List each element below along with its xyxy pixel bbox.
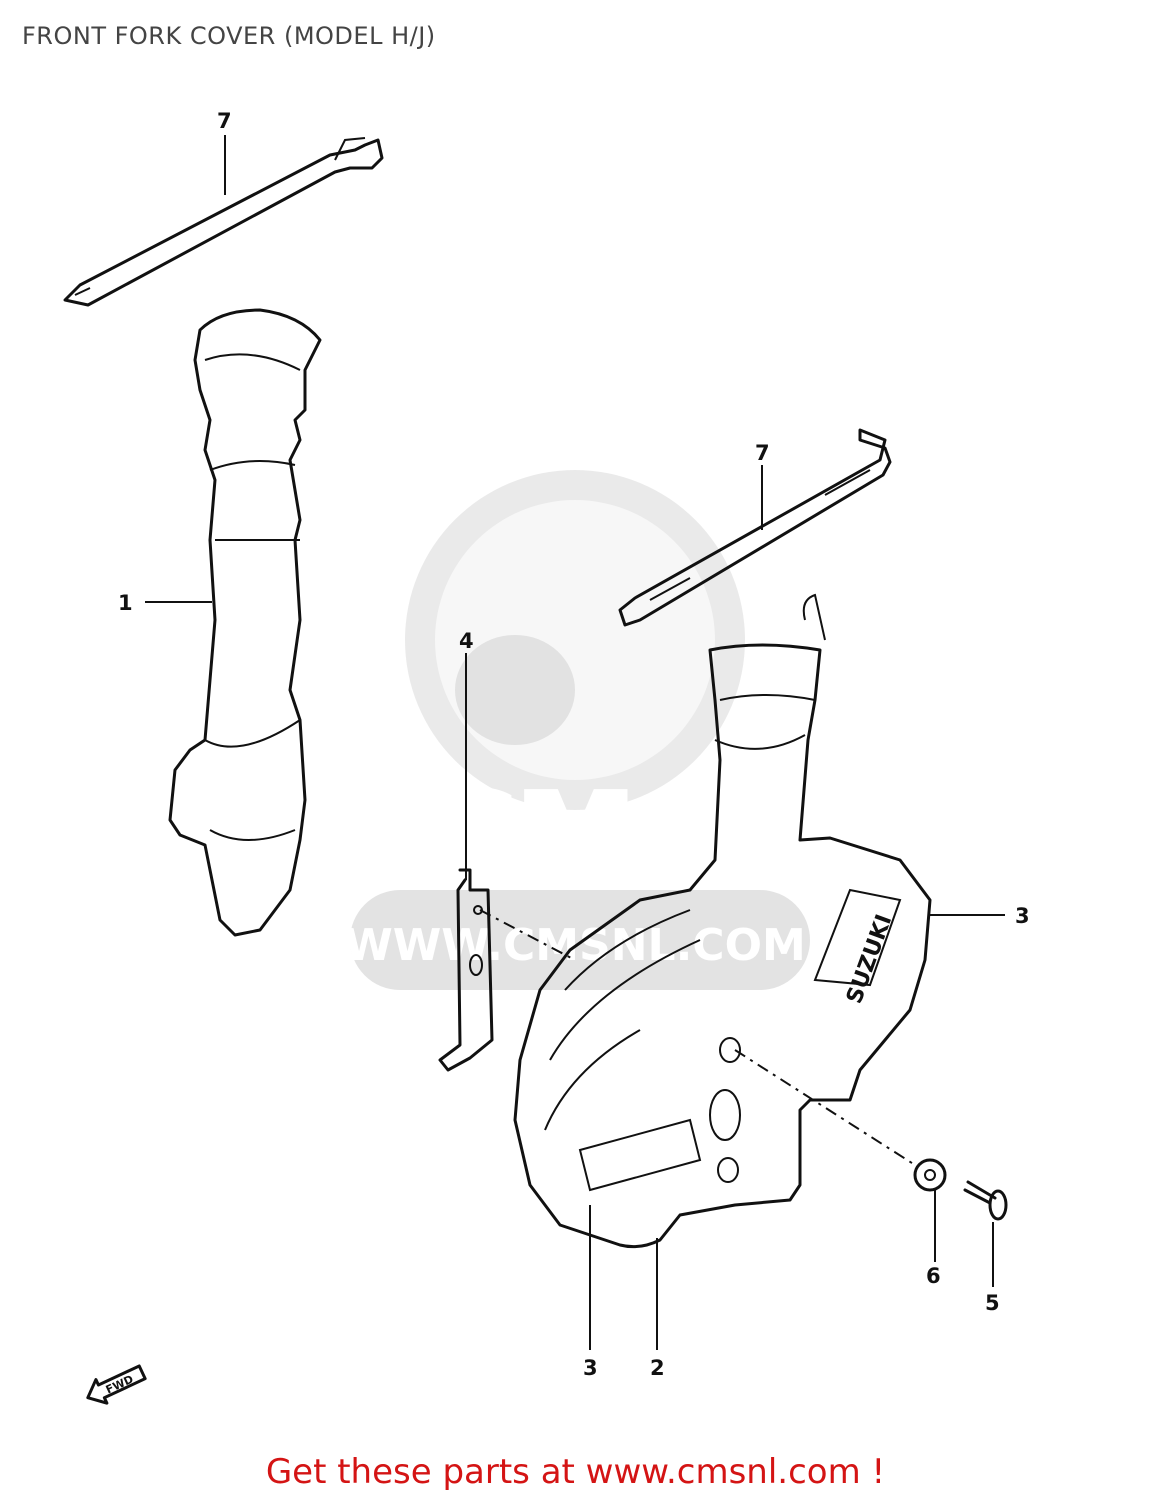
leader-lines bbox=[145, 135, 1005, 1350]
callout-3-bottom: 3 bbox=[583, 1356, 598, 1380]
watermark-logo-text: CMS bbox=[428, 770, 722, 909]
callout-7-lower: 7 bbox=[755, 441, 770, 465]
callout-3-right: 3 bbox=[1015, 904, 1030, 928]
part-strap-lower bbox=[618, 428, 892, 627]
suzuki-emblem: SUZUKI bbox=[842, 911, 897, 1007]
part-screw bbox=[963, 1180, 1008, 1221]
callout-2: 2 bbox=[650, 1356, 665, 1380]
part-bracket bbox=[438, 868, 494, 1072]
cms-watermark: CMS WWW.CMSNL.COM bbox=[344, 470, 810, 990]
nut-alignment-line bbox=[734, 1049, 916, 1166]
callout-6: 6 bbox=[926, 1264, 941, 1288]
bracket-alignment-line bbox=[479, 909, 576, 961]
forward-arrow-icon: FWD bbox=[86, 1364, 147, 1405]
page-title: FRONT FORK COVER (MODEL H/J) bbox=[22, 22, 436, 50]
footer-link-text[interactable]: Get these parts at www.cmsnl.com ! bbox=[265, 1452, 886, 1492]
part-strap-upper bbox=[63, 137, 384, 307]
parts-diagram: CMS WWW.CMSNL.COM SUZUKI bbox=[63, 109, 1030, 1405]
callout-1: 1 bbox=[118, 591, 133, 615]
callout-7-upper: 7 bbox=[217, 109, 232, 133]
part-nut bbox=[913, 1158, 947, 1192]
callout-5: 5 bbox=[985, 1291, 1000, 1315]
callout-4: 4 bbox=[459, 629, 474, 653]
part-fork-cover-left bbox=[168, 308, 322, 937]
